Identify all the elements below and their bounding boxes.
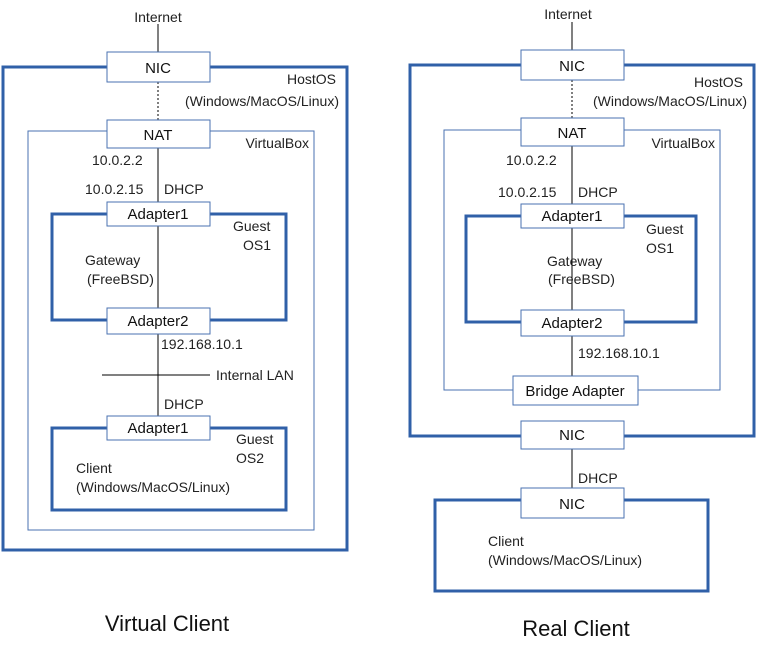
guest-os1-line1: Guest [646,221,683,237]
internal-lan-label: Internal LAN [216,367,294,383]
client-nic-box [520,487,625,519]
dhcp-label-1: DHCP [164,181,204,197]
virtualbox-label: VirtualBox [651,135,715,151]
guest-os1-line2: OS1 [646,240,674,256]
virtual-client-diagram: Internet NIC HostOS (Windows/MacOS/Linux… [1,9,349,636]
real-client-caption: Real Client [522,616,630,641]
nat-label: NAT [144,127,173,144]
lan-ip: 192.168.10.1 [161,336,243,352]
guest-os2-line1: Guest [236,431,273,447]
adapter1-box [106,201,211,227]
adapter1-box [520,203,625,229]
nic-box [106,51,211,83]
nat-box [106,119,211,149]
client-nic-label: NIC [559,496,585,513]
guest-os1-line1: Guest [233,218,270,234]
adapter2-box [106,307,211,335]
hostos-title: HostOS [287,71,336,87]
nat-box [520,117,625,147]
gateway-label: Gateway [85,252,140,268]
bridge-adapter-box [512,375,639,406]
client-label: Client [488,533,524,549]
nic-label: NIC [145,60,171,77]
virtual-client-caption: Virtual Client [105,611,229,636]
lan-ip: 192.168.10.1 [578,345,660,361]
adapter1-label: Adapter1 [542,208,603,225]
dhcp-label-1: DHCP [578,184,618,200]
client-adapter-box [106,415,211,441]
hostos-subtitle: (Windows/MacOS/Linux) [593,93,747,109]
internet-label: Internet [134,9,182,25]
nat-label: NAT [558,125,587,142]
gateway-os-label: (FreeBSD) [87,271,154,287]
nic-box [520,49,625,81]
internet-label: Internet [544,6,592,22]
guest-ip: 10.0.2.15 [498,184,557,200]
adapter1-label: Adapter1 [128,206,189,223]
host-nic-label: NIC [559,427,585,444]
guest-os2-line2: OS2 [236,450,264,466]
nic-label: NIC [559,58,585,75]
client-adapter-label: Adapter1 [128,420,189,437]
dhcp-label-2: DHCP [578,470,618,486]
virtualbox-label: VirtualBox [245,135,309,151]
client-os-label: (Windows/MacOS/Linux) [488,552,642,568]
gateway-label: Gateway [547,253,602,269]
client-label: Client [76,460,112,476]
real-client-diagram: Internet NIC HostOS (Windows/MacOS/Linux… [408,6,756,641]
nat-ip: 10.0.2.2 [506,152,557,168]
hostos-title: HostOS [694,74,743,90]
adapter2-box [520,309,625,337]
bridge-adapter-label: Bridge Adapter [525,383,624,400]
guest-ip: 10.0.2.15 [85,181,144,197]
gateway-os-label: (FreeBSD) [548,271,615,287]
client-os-label: (Windows/MacOS/Linux) [76,479,230,495]
dhcp-label-2: DHCP [164,396,204,412]
guest-os1-line2: OS1 [243,237,271,253]
hostos-subtitle: (Windows/MacOS/Linux) [185,93,339,109]
adapter2-label: Adapter2 [128,313,189,330]
nat-ip: 10.0.2.2 [92,152,143,168]
adapter2-label: Adapter2 [542,315,603,332]
host-nic-box [520,420,625,450]
